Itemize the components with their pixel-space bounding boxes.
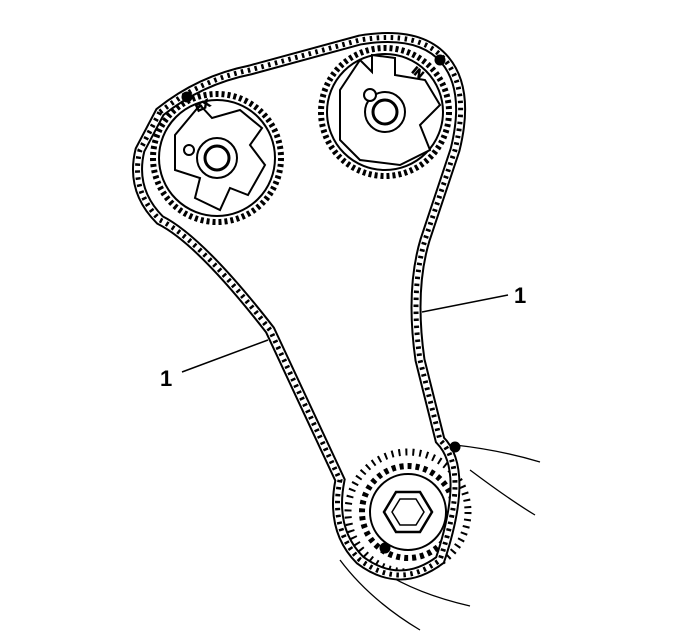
intake-camshaft-sprocket: IN — [318, 45, 452, 179]
callout-right: 1 — [421, 283, 526, 313]
crankshaft-sprocket — [344, 448, 472, 576]
callout-label: 1 — [160, 366, 172, 391]
callout-label: 1 — [514, 283, 526, 308]
timing-chain — [132, 32, 467, 581]
exhaust-camshaft-sprocket: EX — [150, 91, 284, 225]
callout-left: 1 — [160, 339, 269, 391]
